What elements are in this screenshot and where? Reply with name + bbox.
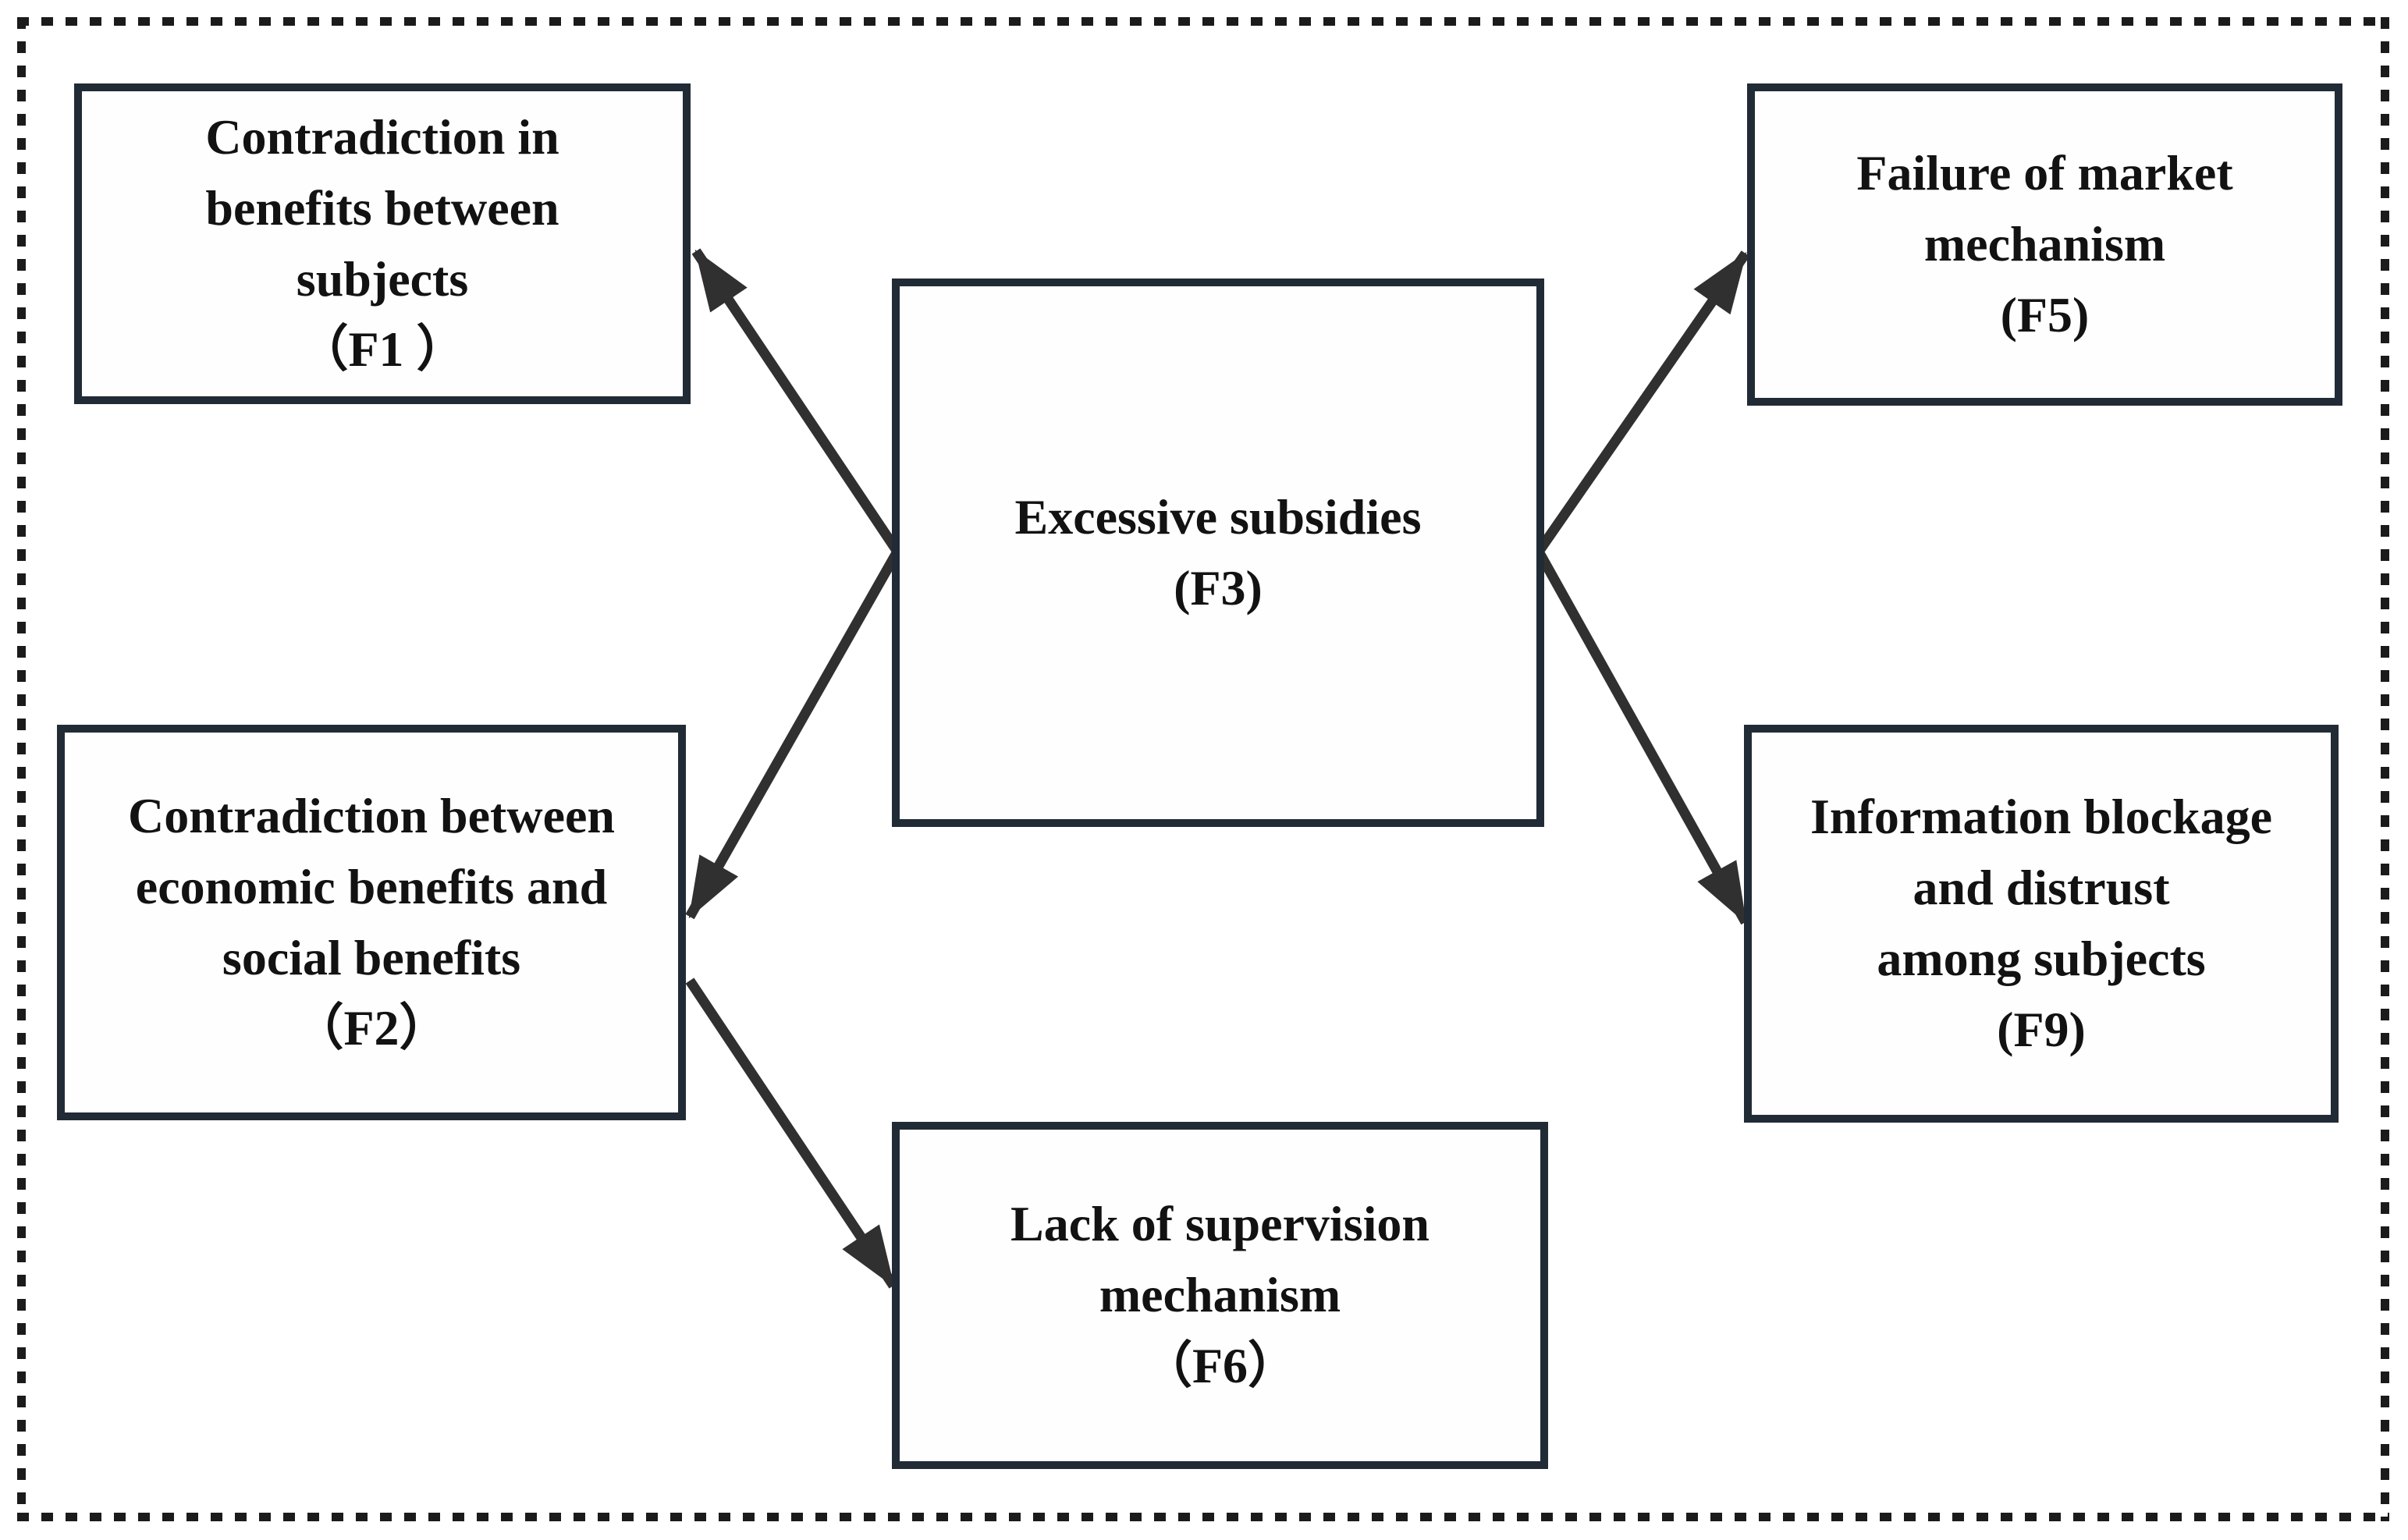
node-f3-excessive-subsidies: Excessive subsidies (F3) [892,279,1544,827]
node-f5-failure-of-market-mechanism: Failure of market mechanism (F5) [1747,83,2342,406]
node-label-line: （F6） [1142,1337,1298,1393]
dotted-frame-right [2381,17,2389,1521]
node-label-line: economic benefits and [135,858,608,914]
node-f6-lack-of-supervision-mechanism: Lack of supervision mechanism （F6） [892,1122,1548,1469]
arrow-f2-to-f6 [685,978,898,1289]
node-label-line: Excessive subsidies [1014,488,1422,545]
node-label-line: Information blockage [1810,789,2272,845]
node-f9-information-blockage-distrust: Information blockage and distrust among … [1744,725,2339,1123]
node-label-line: mechanism [1923,216,2166,272]
node-label-line: (F3) [1174,559,1263,616]
dotted-frame-left [17,17,26,1521]
node-label-line: Contradiction in [205,108,559,165]
arrow-f3-to-f5 [1534,250,1750,555]
node-label-line: Lack of supervision [1010,1196,1430,1252]
arrow-f3-to-f2 [685,548,902,920]
node-label-line: Failure of market [1856,145,2233,201]
node-f2-contradiction-economic-social: Contradiction between economic benefits … [57,725,686,1120]
node-label-line: mechanism [1099,1267,1341,1323]
arrow-f3-to-f1 [691,248,902,555]
node-f1-contradiction-in-benefits: Contradiction in benefits between subjec… [74,83,691,404]
node-label-line: Contradiction between [128,787,615,843]
dotted-frame-bottom [17,1513,2389,1521]
arrow-f3-to-f9 [1534,548,1750,925]
node-label-line: (F5) [2000,286,2090,342]
node-label-line: among subjects [1877,931,2206,986]
node-label-line: （F2） [293,1000,449,1056]
node-label-line: and distrust [1913,860,2170,916]
node-label-line: subjects [296,250,469,307]
dotted-frame-top [17,17,2389,26]
node-label-line: benefits between [205,179,559,236]
node-label-line: social benefits [222,929,521,985]
node-label-line: (F9) [1997,1001,2086,1057]
node-label-line: （F1 ） [298,321,467,378]
